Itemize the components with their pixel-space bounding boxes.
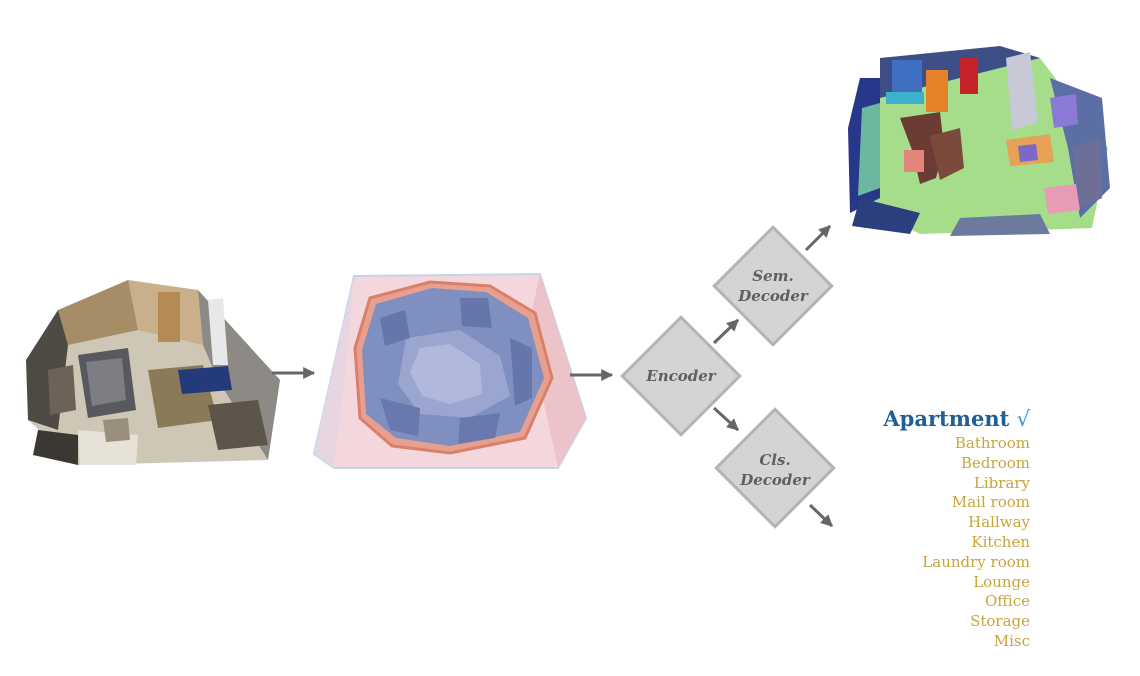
class-item: Hallway bbox=[968, 513, 1030, 532]
sem-decoder-label-line2: Decoder bbox=[738, 287, 808, 305]
classification-output: Apartment √ Bathroom Bedroom Library Mai… bbox=[883, 404, 1030, 652]
class-item: Bathroom bbox=[954, 434, 1030, 452]
cls-decoder-label: Cls. Decoder bbox=[715, 450, 835, 490]
check-mark-icon: √ bbox=[1016, 407, 1030, 431]
class-item: Storage bbox=[970, 612, 1030, 631]
semantic-segmentation-output-image bbox=[848, 46, 1110, 236]
class-item: Mail room bbox=[951, 493, 1030, 512]
class-item: Laundry room bbox=[922, 552, 1030, 571]
arrow-encoder-to-sem-decoder bbox=[712, 318, 740, 345]
sem-decoder-label-line1: Sem. bbox=[752, 267, 794, 285]
predicted-class: Apartment √ bbox=[883, 404, 1030, 434]
input-room-scan-image bbox=[26, 280, 280, 465]
sem-decoder-label: Sem. Decoder bbox=[713, 266, 833, 306]
encoder-label-text: Encoder bbox=[646, 367, 716, 385]
class-item: Bedroom bbox=[961, 453, 1030, 472]
cls-decoder-label-line2: Decoder bbox=[740, 471, 810, 489]
encoder-label: Encoder bbox=[621, 366, 741, 386]
class-item: Library bbox=[973, 473, 1030, 492]
arrow-encoder-to-cls-decoder bbox=[712, 406, 740, 432]
class-item: Misc bbox=[993, 631, 1030, 650]
voxel-grid-volume bbox=[312, 272, 588, 469]
arrow-sem-decoder-to-output bbox=[804, 224, 832, 252]
class-item: Lounge bbox=[973, 572, 1030, 591]
class-item: Kitchen bbox=[971, 532, 1030, 551]
class-item: Office bbox=[984, 592, 1030, 611]
arrow-cls-decoder-to-classes bbox=[808, 503, 834, 528]
predicted-class-label: Apartment bbox=[883, 406, 1010, 431]
cls-decoder-label-line1: Cls. bbox=[759, 451, 791, 469]
